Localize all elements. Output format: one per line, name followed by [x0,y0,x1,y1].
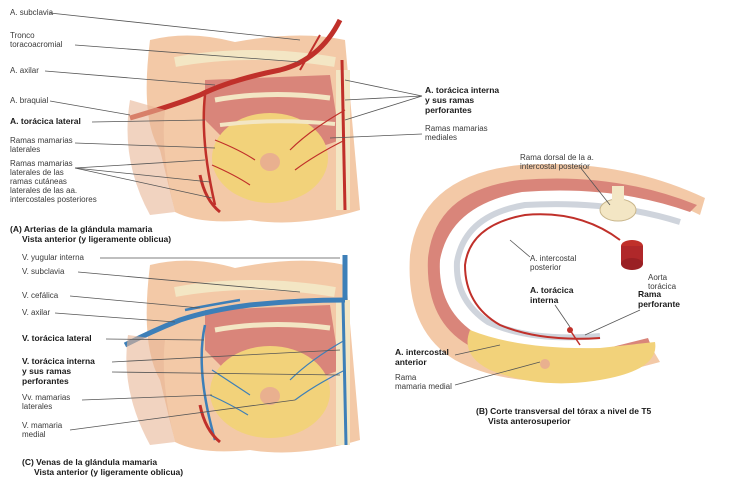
panel-a-illustration [128,20,361,222]
label-c-mamarias-laterales-1: Vv. mamarias [22,393,70,402]
caption-b-2: Vista anterosuperior [488,416,571,426]
label-a-ramas-mediales-1: Ramas mamarias [425,124,488,133]
label-b-toracica-interna-2: interna [530,295,559,305]
caption-a-1: (A) Arterias de la glándula mamaria [10,224,153,234]
label-c-mamaria-medial-2: medial [22,430,46,439]
label-a-toracica-interna-3: perforantes [425,105,472,115]
label-b-rama-dorsal-1: Rama dorsal de la a. [520,153,594,162]
label-b-rama-medial-2: mamaria medial [395,382,452,391]
label-c-cefalica: V. cefálica [22,291,59,300]
label-b-intercostal-ant-1: A. intercostal [395,347,449,357]
label-a-ramas-cut-2: laterales de las [10,168,64,177]
label-b-intercostal-post-2: posterior [530,263,561,272]
label-c-yugular: V. yugular interna [22,253,85,262]
label-a-axilar: A. axilar [10,66,39,75]
caption-c-2: Vista anterior (y ligeramente oblicua) [34,467,183,477]
label-a-ramas-cut-4: laterales de las aa. [10,186,77,195]
label-b-aorta-1: Aorta [648,273,668,282]
label-a-ramas-laterales-1: Ramas mamarias [10,136,73,145]
caption-b-1: (B) Corte transversal del tórax a nivel … [476,406,652,416]
label-a-ramas-mediales-2: mediales [425,133,457,142]
label-a-ramas-cut-3: ramas cutáneas [10,177,67,186]
label-c-mamaria-medial-1: V. mamaria [22,421,63,430]
label-b-rama-medial-1: Rama [395,373,417,382]
label-a-ramas-laterales-2: laterales [10,145,40,154]
label-b-rama-perforante-1: Rama [638,289,661,299]
label-a-toracica-interna-1: A. torácica interna [425,85,499,95]
label-c-axilar: V. axilar [22,308,51,317]
label-a-subclavia: A. subclavia [10,8,54,17]
label-a-ramas-cut-5: intercostales posteriores [10,195,97,204]
caption-c-1: (C) Venas de la glándula mamaria [22,457,157,467]
panel-c-illustration [125,255,360,452]
label-a-braquial: A. braquial [10,96,48,105]
label-c-toracica-interna-3: perforantes [22,376,69,386]
label-b-intercostal-ant-2: anterior [395,357,427,367]
label-b-intercostal-post-1: A. intercostal [530,254,576,263]
label-b-toracica-interna-1: A. torácica [530,285,574,295]
label-c-subclavia: V. subclavia [22,267,65,276]
label-a-toracica-interna-2: y sus ramas [425,95,474,105]
label-c-toracica-lateral: V. torácica lateral [22,333,92,343]
label-c-mamarias-laterales-2: laterales [22,402,52,411]
label-b-rama-perforante-2: perforante [638,299,680,309]
label-a-tronco-1: Tronco [10,31,35,40]
label-b-rama-dorsal-2: intercostal posterior [520,162,590,171]
label-a-ramas-cut-1: Ramas mamarias [10,159,73,168]
label-a-toracica-lateral: A. torácica lateral [10,116,81,126]
label-a-tronco-2: toracoacromial [10,40,63,49]
label-c-toracica-interna-1: V. torácica interna [22,356,95,366]
label-c-toracica-interna-2: y sus ramas [22,366,71,376]
caption-a-2: Vista anterior (y ligeramente oblicua) [22,234,171,244]
